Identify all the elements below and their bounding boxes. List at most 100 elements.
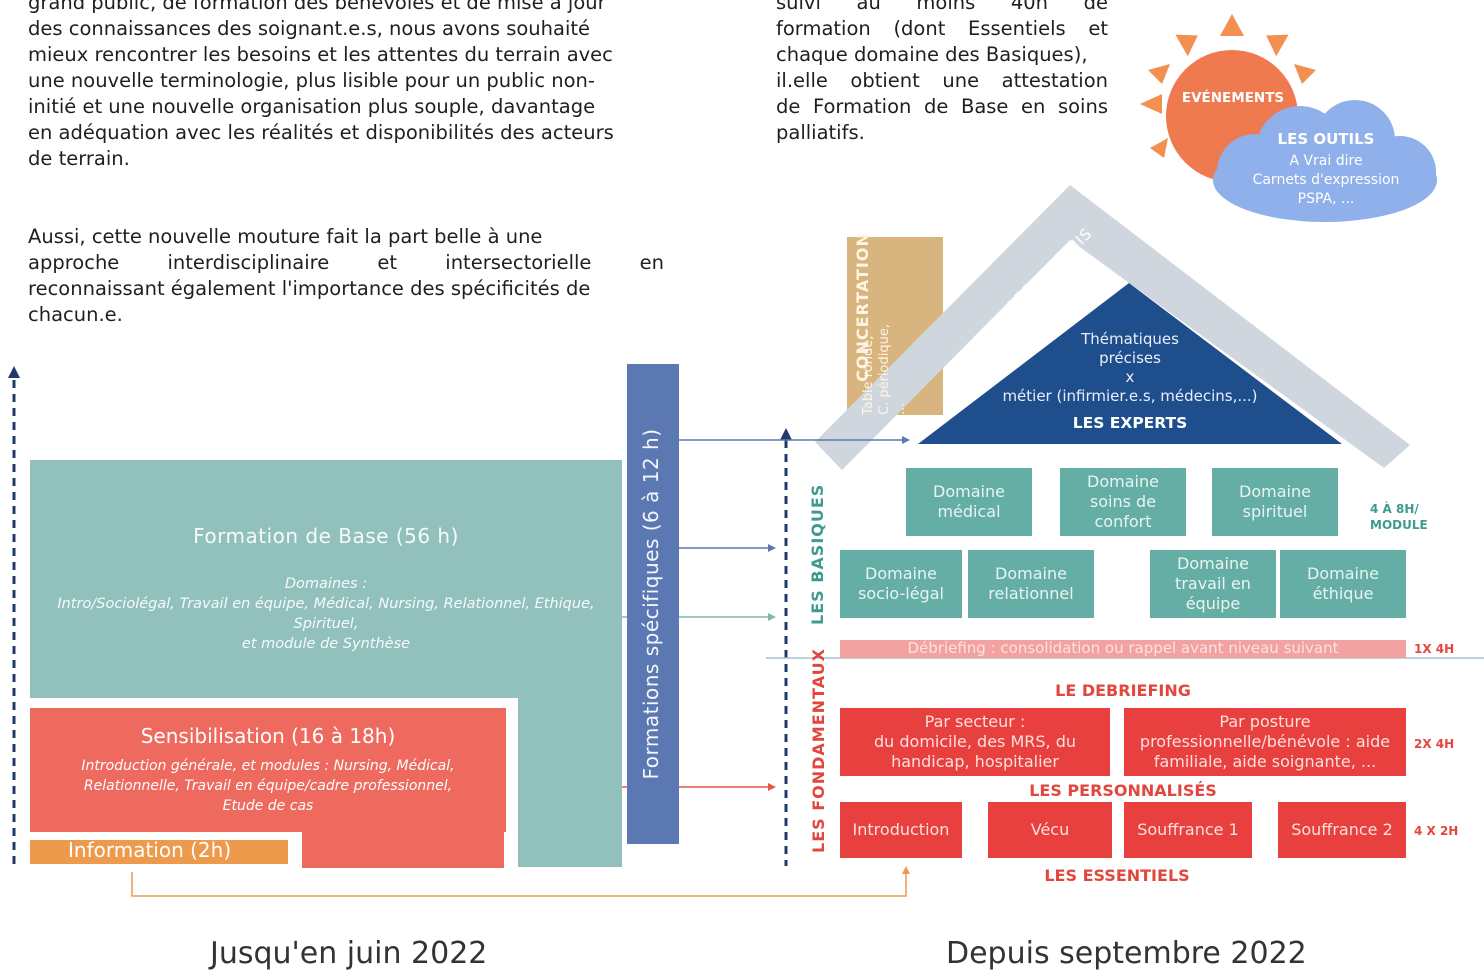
tools-item: A Vrai dire [1289, 153, 1363, 169]
tools-item: PSPA, ... [1297, 191, 1355, 207]
sensibilisation-box: Sensibilisation (16 à 18h) Introduction … [30, 708, 506, 832]
text-line: chaque domaine des Basiques), [776, 43, 1088, 66]
pers-line: familiale, aide soignante, ... [1153, 752, 1377, 771]
tools-title: LES OUTILS [1277, 130, 1375, 148]
intro-paragraph-1: grand public, de formation des bénévoles… [28, 0, 664, 172]
formations-specifiques-bar: Formations spécifiques (6 à 12 h) [627, 364, 679, 844]
modules-line: Relationnelle, Travail en équipe/cadre p… [83, 778, 453, 794]
modules-line: Etude de cas [222, 798, 314, 814]
experts-triangle [918, 283, 1342, 444]
experts-line: métier (infirmier.e.s, médecins,...) [1002, 387, 1258, 405]
information-title: Information (2h) [68, 838, 232, 862]
text-line: approche interdisciplinaire et intersect… [28, 251, 664, 274]
text-line: palliatifs. [776, 121, 865, 144]
essentiel-box: Souffrance 2 [1278, 802, 1406, 858]
text-line: suivi au moins 40h de [776, 0, 1108, 14]
text-line: de Formation de Base en soins [776, 95, 1108, 118]
text-line: des connaissances des soignant.e.s, nous… [28, 17, 591, 40]
frequency-line: 4 À 8H/ [1370, 502, 1419, 516]
basiques-label: LES BASIQUES [808, 483, 827, 625]
domains-line: Intro/Sociolégal, Travail en équipe, Méd… [57, 596, 595, 612]
essentiel-label: Introduction [852, 820, 950, 839]
domain-line: Domaine [865, 564, 937, 583]
frequency-line: MODULE [1370, 518, 1428, 532]
domain-line: soins de [1089, 492, 1157, 511]
text-line: chacun.e. [28, 303, 123, 326]
debriefing-bar-label: Débriefing : consolidation ou rappel ava… [907, 639, 1339, 657]
formation-de-base-title: Formation de Base (56 h) [193, 524, 459, 548]
domains-label: Domaines : [284, 576, 368, 592]
debriefing-bar [840, 640, 1406, 658]
essentiels-frequency: 4 X 2H [1414, 824, 1459, 838]
text-line: formation (dont Essentiels et [776, 17, 1108, 40]
essentiels-title: LES ESSENTIELS [1044, 866, 1190, 885]
modules-line: Introduction générale, et modules : Nurs… [81, 758, 455, 774]
domain-line: spirituel [1242, 502, 1308, 521]
debriefing-title: LE DEBRIEFING [1055, 681, 1191, 700]
pers-line: handicap, hospitalier [891, 752, 1059, 771]
domain-line: médical [937, 502, 1001, 521]
concertation-item: Table ronde, [861, 335, 876, 415]
domains-line: Spirituel, [293, 616, 359, 632]
sensibilisation-tail [302, 832, 504, 868]
attestation-paragraph: suivi au moins 40h de formation (dont Es… [776, 0, 1108, 146]
domain-line: Domaine [1177, 554, 1249, 573]
sensibilisation-title: Sensibilisation (16 à 18h) [140, 724, 396, 748]
domain-line: travail en [1175, 574, 1251, 593]
roof-left [815, 185, 1070, 470]
pers-line: Par secteur : [924, 712, 1026, 731]
essentiel-label: Vécu [1030, 820, 1070, 839]
text-line: Aussi, cette nouvelle mouture fait la pa… [28, 225, 543, 248]
tools-block: LES OUTILS A Vrai dire Carnets d'express… [1226, 130, 1426, 209]
concertation-item: ... [893, 402, 908, 415]
experts-title: LES EXPERTS [1072, 414, 1188, 432]
text-line: en adéquation avec les réalités et dispo… [28, 121, 614, 144]
essentiel-box: Introduction [840, 802, 962, 858]
domain-line: éthique [1312, 584, 1374, 603]
domain-line: confort [1094, 512, 1152, 531]
personnalises-frequency: 2X 4H [1414, 737, 1455, 751]
domain-line: Domaine [995, 564, 1067, 583]
domain-line: Domaine [933, 482, 1005, 501]
pers-line: professionnelle/bénévole : aide [1139, 732, 1391, 751]
tools-item: Carnets d'expression [1252, 172, 1400, 188]
pers-line: du domicile, des MRS, du [873, 732, 1077, 751]
left-progress-arrow-head [8, 366, 20, 378]
caption-before: Jusqu'en juin 2022 [210, 936, 488, 971]
information-box: Information (2h) [30, 838, 288, 864]
experts-line: Thématiques [1081, 330, 1179, 348]
fondamentaux-label: LES FONDAMENTAUX [809, 648, 828, 853]
text-line: initié et une nouvelle organisation plus… [28, 95, 596, 118]
intro-paragraph-2: Aussi, cette nouvelle mouture fait la pa… [28, 224, 664, 328]
right-progress-arrow-head [780, 428, 792, 440]
domain-line: socio-légal [858, 584, 944, 603]
formations-specifiques-label: Formations spécifiques (6 à 12 h) [639, 428, 663, 780]
pers-line: Par posture [1219, 712, 1311, 731]
domain-line: Domaine [1239, 482, 1311, 501]
text-line: une nouvelle terminologie, plus lisible … [28, 69, 595, 92]
essentiel-label: Souffrance 1 [1137, 820, 1239, 839]
essentiel-box: Souffrance 1 [1124, 802, 1252, 858]
caption-after: Depuis septembre 2022 [946, 936, 1307, 971]
experts-line: précises [1099, 349, 1161, 367]
formation-de-base-domains: Domaines : Intro/Sociolégal, Travail en … [57, 574, 594, 654]
domains-line: et module de Synthèse [241, 636, 411, 652]
text-line: de terrain. [28, 147, 130, 170]
personnalise-posture-box: Par posture professionnelle/bénévole : a… [1124, 708, 1406, 776]
concertation-items: Table ronde, C. périodique, ... [861, 237, 921, 415]
domain-line: Domaine [1087, 472, 1159, 491]
cloud-icon [1213, 100, 1437, 222]
roof-right [1070, 185, 1410, 468]
basiques-frequency: 4 À 8H/ MODULE [1370, 501, 1428, 533]
text-line: mieux rencontrer les besoins et les atte… [28, 43, 613, 66]
sensibilisation-modules: Introduction générale, et modules : Nurs… [81, 756, 454, 816]
text-line: grand public, de formation des bénévoles… [28, 0, 606, 14]
